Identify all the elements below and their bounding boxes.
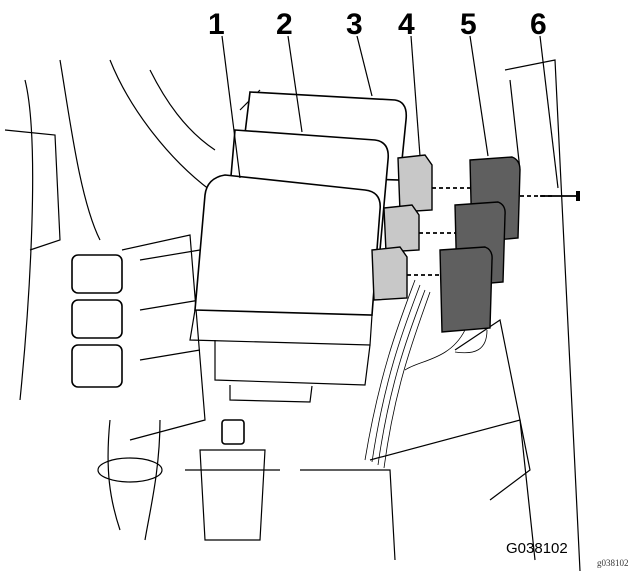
assembly-guide-lines	[407, 187, 552, 276]
callout-5: 5	[460, 8, 477, 41]
hydraulic-fitting	[185, 419, 280, 541]
valve-manifold	[71, 234, 206, 541]
relays	[439, 156, 521, 333]
figure-filename: g038102	[597, 558, 629, 568]
controller-module-1	[189, 174, 382, 403]
callout-6: 6	[530, 8, 547, 41]
figure-id: G038102	[506, 540, 568, 557]
callout-4: 4	[398, 8, 415, 41]
callout-2: 2	[276, 8, 293, 41]
leader-lines	[221, 35, 559, 189]
callout-labels: 1 2 3 4 5 6	[208, 8, 547, 41]
fastener-screw	[540, 191, 580, 201]
callout-1: 1	[208, 8, 225, 41]
callout-3: 3	[346, 8, 363, 41]
wiring-harness	[364, 279, 488, 469]
